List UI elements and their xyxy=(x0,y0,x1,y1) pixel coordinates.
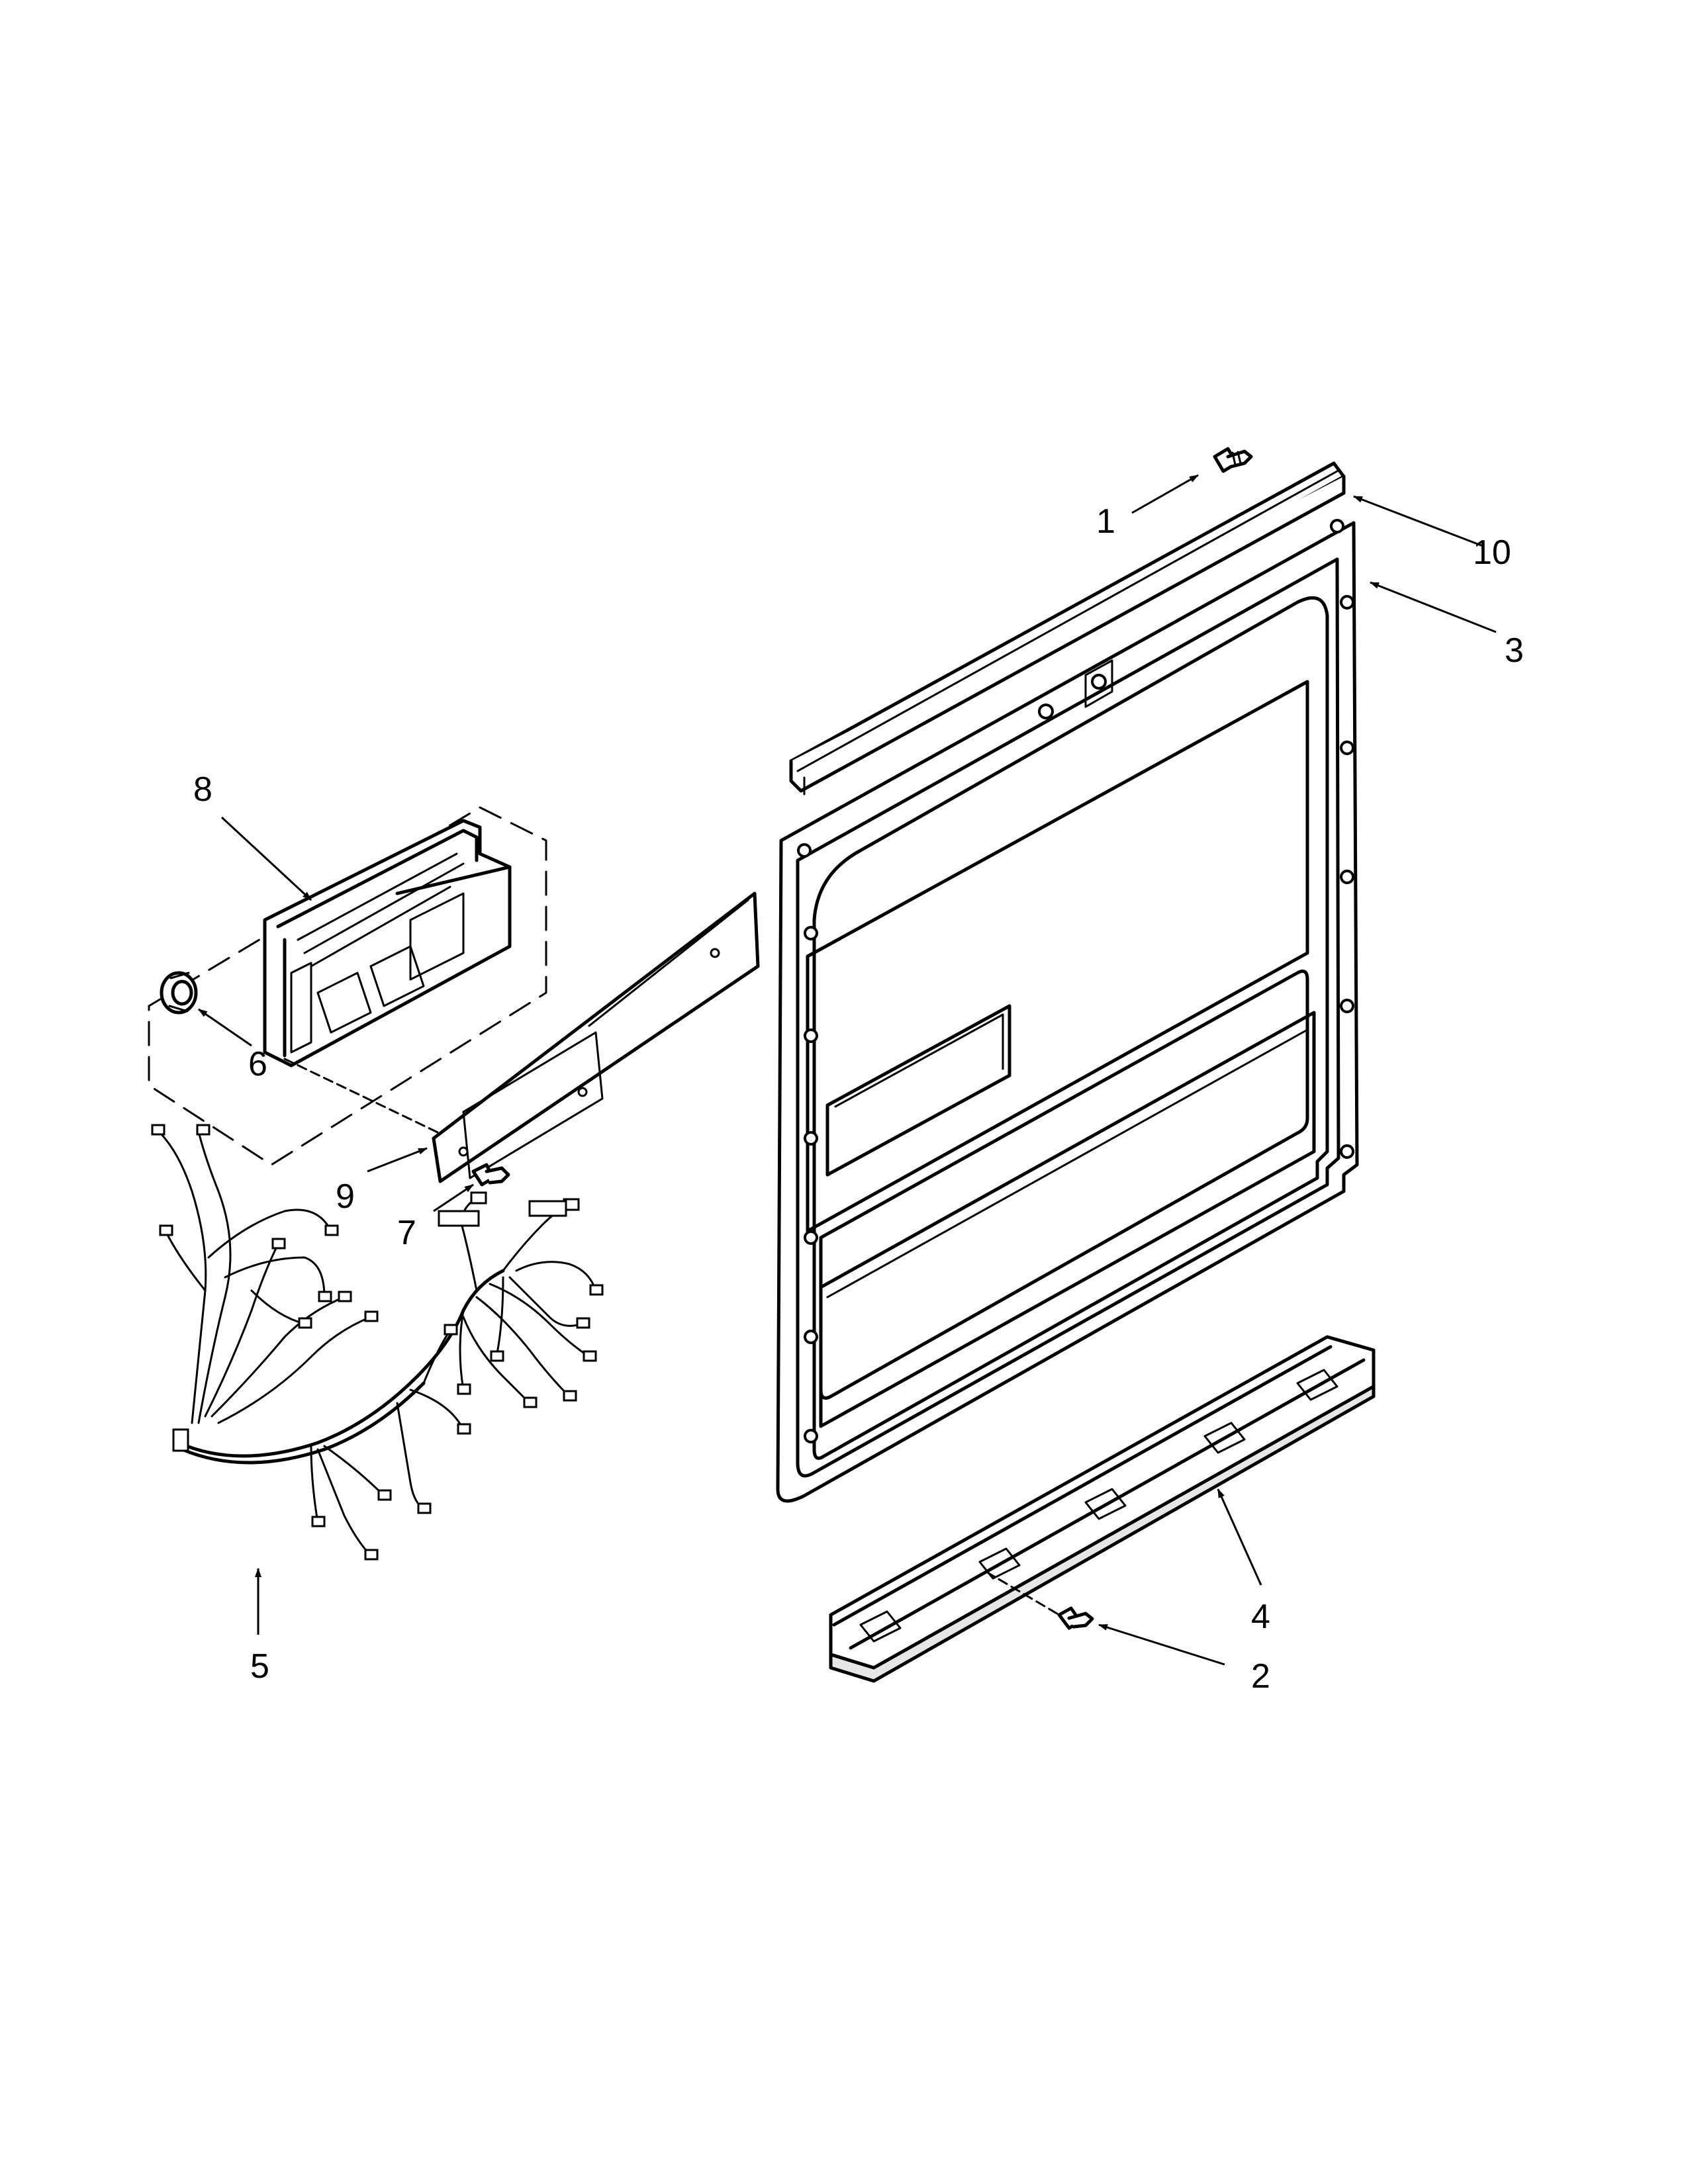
screw-part-7 xyxy=(471,1163,510,1187)
frame-screws xyxy=(797,519,1354,1443)
top-trim-strip xyxy=(789,461,1346,796)
control-module-group xyxy=(148,806,547,1166)
mounting-plate xyxy=(432,891,760,1183)
callout-labels: 1 10 3 8 6 9 7 4 2 5 xyxy=(193,502,1524,1696)
callout-7: 7 xyxy=(397,1214,416,1252)
callout-6: 6 xyxy=(248,1045,267,1083)
callout-2: 2 xyxy=(1251,1657,1270,1696)
callout-1: 1 xyxy=(1096,502,1115,541)
wire-harness xyxy=(151,1124,604,1561)
screw-part-1 xyxy=(1213,447,1253,473)
callout-9: 9 xyxy=(336,1177,355,1216)
callout-8: 8 xyxy=(193,770,212,809)
leader-lines xyxy=(198,474,1497,1666)
callout-5: 5 xyxy=(250,1647,269,1686)
callout-3: 3 xyxy=(1505,631,1524,670)
callout-10: 10 xyxy=(1473,533,1511,572)
inner-door-panel xyxy=(776,519,1359,1503)
screw-part-2 xyxy=(985,1570,1094,1630)
bottom-trim xyxy=(829,1335,1376,1683)
callout-4: 4 xyxy=(1251,1598,1270,1636)
knob-part-6 xyxy=(160,971,198,1015)
